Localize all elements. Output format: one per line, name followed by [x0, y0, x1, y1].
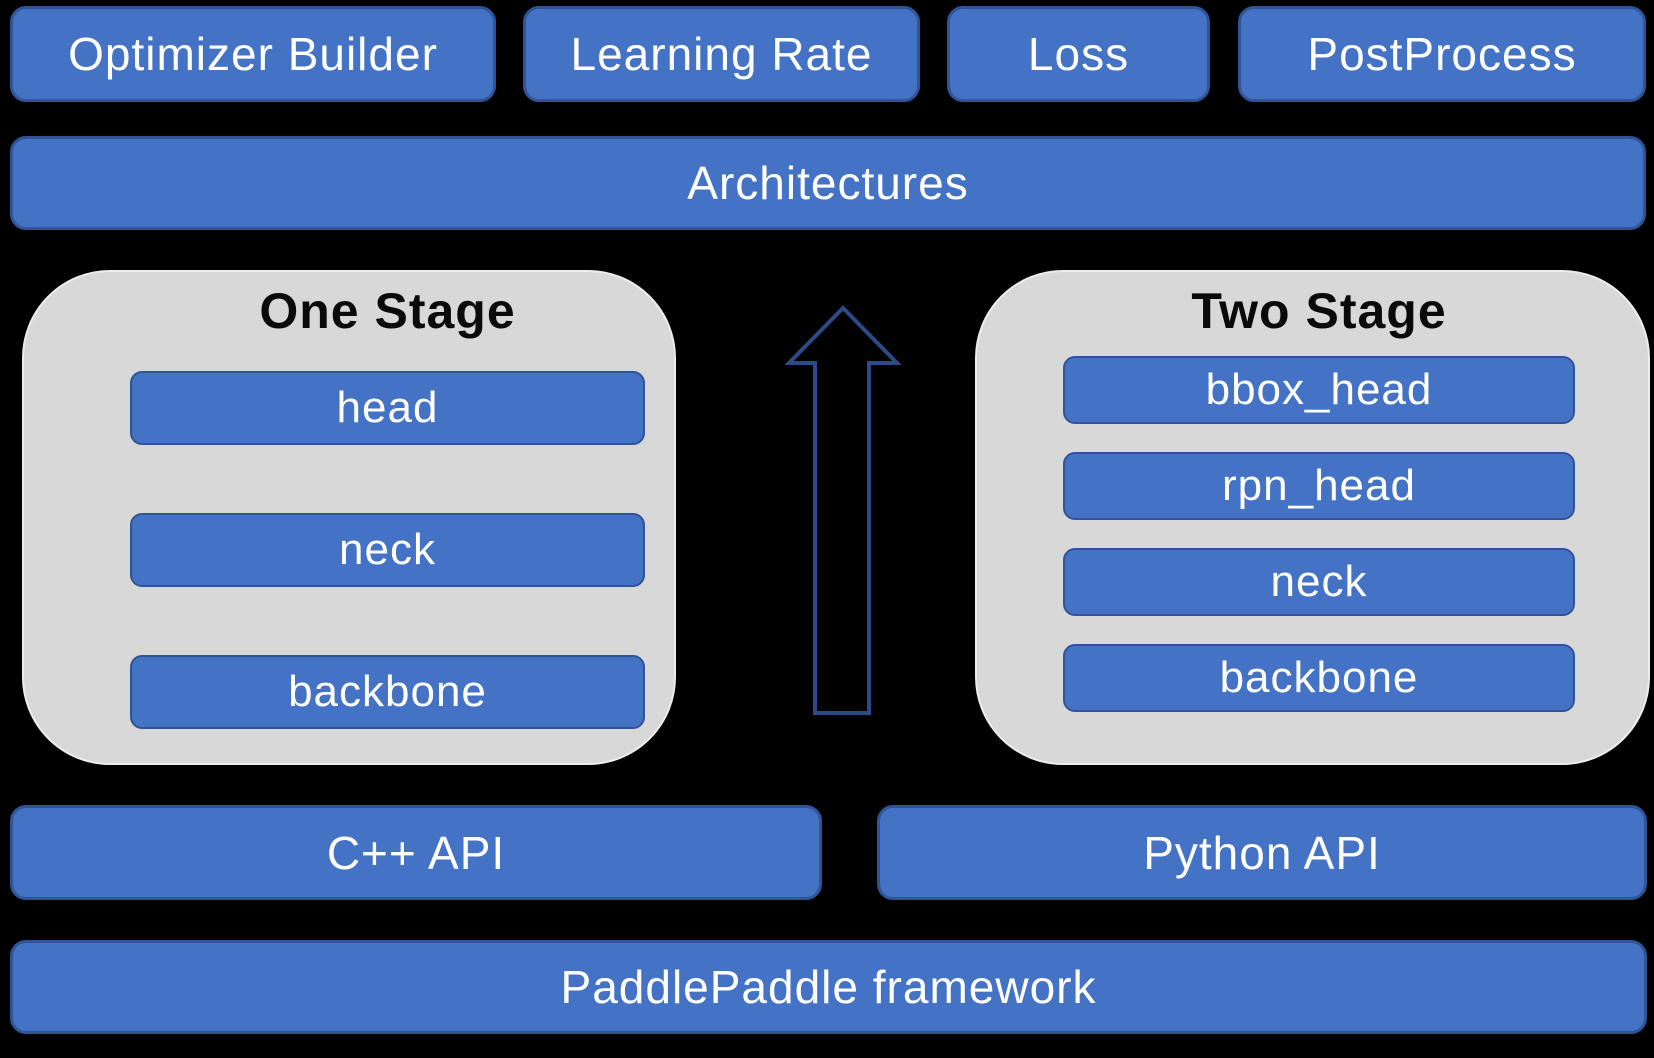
neck-label: neck	[339, 525, 436, 574]
architectures-label: Architectures	[687, 157, 969, 209]
bbox-head-label: bbox_head	[1205, 365, 1433, 414]
cpp-api-label: C++ API	[326, 826, 506, 879]
one-stage-layer-head: head	[130, 371, 645, 445]
optimizer-builder-label: Optimizer Builder	[68, 28, 438, 80]
rpn-head-label: rpn_head	[1222, 461, 1416, 510]
up-arrow-icon	[784, 305, 902, 715]
neck-label: neck	[1270, 557, 1368, 606]
learning-rate-label: Learning Rate	[570, 28, 873, 80]
paddlepaddle-framework-bar: PaddlePaddle framework	[10, 940, 1647, 1034]
cpp-api-bar: C++ API	[10, 805, 822, 900]
postprocess-box: PostProcess	[1238, 6, 1646, 102]
learning-rate-box: Learning Rate	[523, 6, 920, 102]
python-api-label: Python API	[1143, 826, 1381, 879]
head-label: head	[336, 383, 439, 432]
one-stage-layer-neck: neck	[130, 513, 645, 587]
two-stage-layer-backbone: backbone	[1063, 644, 1575, 712]
postprocess-label: PostProcess	[1307, 28, 1577, 80]
python-api-bar: Python API	[877, 805, 1647, 900]
loss-label: Loss	[1027, 28, 1130, 80]
architectures-bar: Architectures	[10, 136, 1646, 230]
backbone-label: backbone	[1219, 653, 1419, 702]
two-stage-layer-neck: neck	[1063, 548, 1575, 616]
two-stage-title: Two Stage	[1191, 283, 1447, 339]
one-stage-title: One Stage	[259, 283, 516, 339]
two-stage-layer-bbox-head: bbox_head	[1063, 356, 1575, 424]
framework-label: PaddlePaddle framework	[560, 961, 1097, 1013]
loss-box: Loss	[947, 6, 1210, 102]
optimizer-builder-box: Optimizer Builder	[10, 6, 496, 102]
one-stage-layer-backbone: backbone	[130, 655, 645, 729]
backbone-label: backbone	[288, 667, 487, 716]
two-stage-layer-rpn-head: rpn_head	[1063, 452, 1575, 520]
